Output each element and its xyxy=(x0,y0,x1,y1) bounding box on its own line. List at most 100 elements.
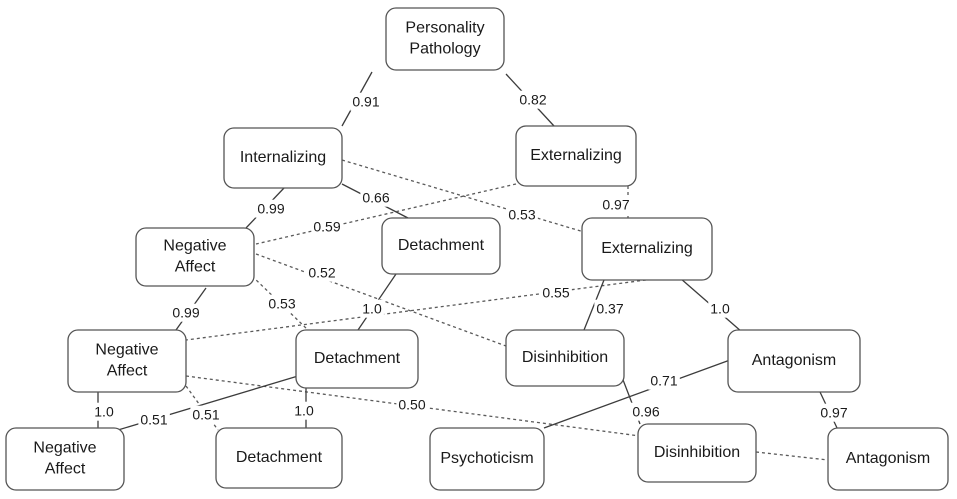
coefficient-label-bg xyxy=(506,205,538,224)
node-box xyxy=(637,423,757,483)
node-box xyxy=(5,427,125,491)
node-box xyxy=(381,217,501,275)
coefficient-label-bg xyxy=(350,92,382,111)
node-det4: Detachment xyxy=(215,427,343,489)
node-label: Affect xyxy=(45,461,86,478)
coefficient-label-bg xyxy=(648,371,680,390)
node-label: Negative xyxy=(95,342,158,359)
coefficient-label: 0.37 xyxy=(596,301,623,317)
node-label: Antagonism xyxy=(752,352,837,369)
coefficient-label: 0.71 xyxy=(650,373,677,389)
node-det2: Detachment xyxy=(381,217,501,275)
node-box xyxy=(429,427,545,491)
node-label: Detachment xyxy=(236,449,323,466)
node-label: Negative xyxy=(163,238,226,255)
coefficient-label: 0.99 xyxy=(172,305,199,321)
node-label: Antagonism xyxy=(846,450,931,467)
coefficient-label: 0.51 xyxy=(140,412,167,428)
node-label: Internalizing xyxy=(240,149,326,166)
coefficient-label-bg xyxy=(255,199,287,218)
edge-ext2-dis3 xyxy=(583,279,605,331)
edge-ant3-psy4 xyxy=(543,359,731,429)
coefficient-labels-layer: 0.91 0.82 0.99 0.66 0.53 0.59 0.97 0.99 0.53 0.52… xyxy=(92,90,850,429)
node-label: Psychoticism xyxy=(440,450,533,467)
edge-dis4-ant4 xyxy=(755,451,829,461)
coefficient-label: 0.53 xyxy=(508,207,535,223)
coefficient-label-bg xyxy=(360,188,392,207)
node-dis4: Disinhibition xyxy=(637,423,757,483)
node-dis3: Disinhibition xyxy=(505,329,625,387)
coefficient-label-bg xyxy=(600,195,632,214)
coefficient-label: 0.55 xyxy=(542,285,569,301)
node-label: Externalizing xyxy=(601,240,693,257)
node-box xyxy=(727,329,861,393)
coefficient-label: 1.0 xyxy=(294,403,314,419)
node-label: Externalizing xyxy=(530,147,622,164)
node-box xyxy=(385,7,505,71)
node-box xyxy=(135,227,255,287)
node-det3: Detachment xyxy=(295,329,419,389)
coefficient-label: 0.99 xyxy=(257,201,284,217)
coefficient-label-bg xyxy=(311,217,343,236)
node-label: Affect xyxy=(175,259,216,276)
coefficient-label-bg xyxy=(170,303,202,322)
coefficient-label: 1.0 xyxy=(362,301,382,317)
node-box xyxy=(67,329,187,393)
node-label: Detachment xyxy=(314,350,401,367)
node-int1: Internalizing xyxy=(223,127,343,189)
coefficient-label-bg xyxy=(92,402,116,421)
coefficient-label-bg xyxy=(138,410,170,429)
node-box xyxy=(505,329,625,387)
coefficient-label-bg xyxy=(360,299,384,318)
node-label: Detachment xyxy=(398,237,485,254)
edge-ext2-na3 xyxy=(185,279,647,341)
coefficient-label: 1.0 xyxy=(94,404,114,420)
coefficient-label: 0.52 xyxy=(308,265,335,281)
coefficient-label-bg xyxy=(708,299,732,318)
coefficient-label-bg xyxy=(540,283,572,302)
coefficient-label: 0.91 xyxy=(352,94,379,110)
coefficient-label: 0.66 xyxy=(362,190,389,206)
coefficient-label: 1.0 xyxy=(710,301,730,317)
node-box xyxy=(515,125,637,187)
coefficient-label: 0.51 xyxy=(192,407,219,423)
coefficient-label-bg xyxy=(630,402,662,421)
node-label: Pathology xyxy=(409,41,480,58)
coefficient-label-bg xyxy=(818,403,850,422)
node-box xyxy=(581,217,713,281)
node-ant4: Antagonism xyxy=(827,427,949,491)
coefficient-label-bg xyxy=(594,299,626,318)
node-box xyxy=(295,329,419,389)
coefficient-label: 0.97 xyxy=(820,405,847,421)
coefficient-label-bg xyxy=(292,401,316,420)
coefficient-label-bg xyxy=(190,405,222,424)
node-label: Disinhibition xyxy=(654,444,740,461)
coefficient-label: 0.53 xyxy=(268,296,295,312)
coefficient-label: 0.97 xyxy=(602,197,629,213)
coefficient-label-bg xyxy=(396,395,428,414)
node-box xyxy=(215,427,343,489)
coefficient-label: 0.82 xyxy=(519,92,546,108)
coefficient-label: 0.96 xyxy=(632,404,659,420)
node-label: Personality xyxy=(405,20,484,37)
node-label: Affect xyxy=(107,363,148,380)
edge-ext1-na2 xyxy=(255,183,517,245)
coefficient-label: 0.59 xyxy=(313,219,340,235)
node-box xyxy=(827,427,949,491)
node-ant3: Antagonism xyxy=(727,329,861,393)
node-box xyxy=(223,127,343,189)
node-label: Negative xyxy=(33,440,96,457)
node-label: Disinhibition xyxy=(522,349,608,366)
node-ext2: Externalizing xyxy=(581,217,713,281)
coefficient-label-bg xyxy=(306,263,338,282)
node-ext1: Externalizing xyxy=(515,125,637,187)
node-psy4: Psychoticism xyxy=(429,427,545,491)
coefficient-label: 0.50 xyxy=(398,397,425,413)
coefficient-label-bg xyxy=(517,90,549,109)
